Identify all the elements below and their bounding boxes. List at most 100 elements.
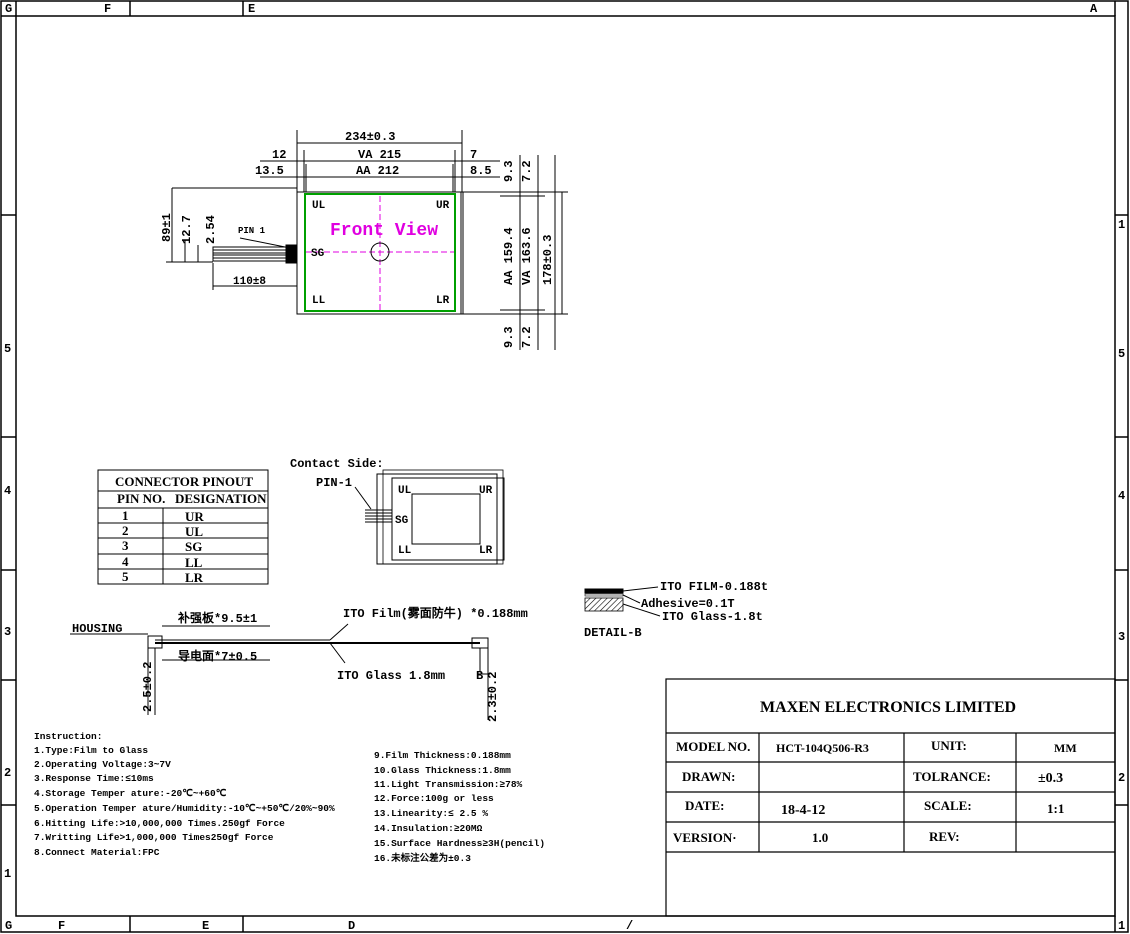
unit-label: UNIT: bbox=[931, 738, 967, 753]
dim-pitch: 2.54 bbox=[204, 215, 218, 244]
front-view-title: Front View bbox=[330, 221, 438, 241]
detail-ito-film: ITO FILM-0.188t bbox=[660, 580, 768, 594]
detail-b-labels: ITO FILM-0.188t Adhesive=0.1T ITO Glass-… bbox=[584, 580, 768, 640]
instruction-item: 6.Hitting Life:>10,000,000 Times.250gf F… bbox=[34, 818, 285, 829]
front-view bbox=[166, 130, 568, 350]
version-label: VERSION· bbox=[673, 830, 737, 845]
frame-right-number: 4 bbox=[1118, 489, 1125, 503]
dim-left-12: 12 bbox=[272, 148, 286, 162]
instruction-item: 13.Linearity:≤ 2.5 % bbox=[374, 808, 488, 819]
dim-aa-height: AA 159.4 bbox=[502, 227, 516, 285]
corner-ul: UL bbox=[312, 200, 326, 212]
instructions-title: Instruction: bbox=[34, 731, 102, 742]
drawn-label: DRAWN: bbox=[682, 769, 735, 784]
pinout-pin: 1 bbox=[122, 508, 129, 523]
contact-ll: LL bbox=[398, 545, 412, 557]
frame-left-number: 3 bbox=[4, 625, 11, 639]
active-area-outline bbox=[304, 193, 456, 312]
model-label: MODEL NO. bbox=[676, 739, 750, 754]
dim-tail-12-7: 12.7 bbox=[180, 215, 194, 244]
tolerance-value: ±0.3 bbox=[1038, 771, 1063, 786]
corner-sg: SG bbox=[311, 248, 325, 260]
side-housing: HOUSING bbox=[72, 622, 122, 636]
frame-left-number: 1 bbox=[4, 867, 11, 881]
instruction-item: 14.Insulation:≥20MΩ bbox=[374, 823, 483, 834]
contact-side-title: Contact Side: bbox=[290, 457, 384, 471]
instruction-item: 2.Operating Voltage:3~7V bbox=[34, 759, 171, 770]
side-conductive: 导电面*7±0.5 bbox=[178, 648, 257, 664]
corner-ur: UR bbox=[436, 200, 450, 212]
contact-lr: LR bbox=[479, 545, 493, 557]
frame-top-letter: G bbox=[5, 2, 12, 16]
contact-sg: SG bbox=[395, 515, 409, 527]
dim-right-8-5: 8.5 bbox=[470, 164, 492, 178]
front-view-labels: 234±0.3 VA 215 AA 212 12 13.5 7 8.5 UL U… bbox=[160, 130, 555, 348]
frame-bottom-letter: G bbox=[5, 919, 12, 933]
instruction-item: 9.Film Thickness:0.188mm bbox=[374, 750, 511, 761]
instruction-item: 15.Surface Hardness≥3H(pencil) bbox=[374, 838, 545, 849]
side-view-labels: HOUSING 补强板*9.5±1 导电面*7±0.5 ITO Film(雾面防… bbox=[72, 605, 528, 722]
version-value: 1.0 bbox=[812, 830, 828, 845]
pinout-designation: SG bbox=[185, 539, 202, 554]
frame-bottom-letter: D bbox=[348, 919, 355, 933]
fpc-stiffener bbox=[285, 244, 298, 264]
frame-right-number: 2 bbox=[1118, 771, 1125, 785]
tolerance-label: TOLRANCE: bbox=[913, 769, 991, 784]
pinout-designation: LL bbox=[185, 555, 203, 570]
instruction-item: 7.Writting Life>1,000,000 Times250gf For… bbox=[34, 832, 274, 843]
contact-ul: UL bbox=[398, 485, 412, 497]
side-dim-left: 2.5±0.2 bbox=[141, 662, 155, 712]
instruction-item: 8.Connect Material:FPC bbox=[34, 847, 160, 858]
corner-ll: LL bbox=[312, 295, 326, 307]
instruction-item: 12.Force:100g or less bbox=[374, 793, 494, 804]
pinout-designation: UL bbox=[185, 524, 203, 539]
side-view bbox=[70, 623, 490, 720]
scale-label: SCALE: bbox=[924, 798, 972, 813]
instruction-item: 16.未标注公差为±0.3 bbox=[374, 852, 471, 864]
side-stiffener: 补强板*9.5±1 bbox=[177, 610, 257, 626]
connector-pinout-table bbox=[97, 469, 269, 585]
instruction-item: 11.Light Transmission:≥78% bbox=[374, 779, 523, 790]
frame-right-number: 1 bbox=[1118, 218, 1125, 232]
side-dim-right: 2.3±0.2 bbox=[486, 672, 500, 722]
pinout-col-designation: DESIGNATION bbox=[175, 491, 267, 506]
contact-side-pin1: PIN-1 bbox=[316, 476, 352, 490]
dim-tail-width: 89±1 bbox=[160, 213, 174, 242]
side-ito-film: ITO Film(雾面防牛) *0.188mm bbox=[343, 605, 528, 621]
contact-ur: UR bbox=[479, 485, 493, 497]
contact-side-view bbox=[354, 469, 505, 565]
dim-left-13-5: 13.5 bbox=[255, 164, 284, 178]
title-block bbox=[665, 678, 1116, 917]
dim-top-9-3: 9.3 bbox=[502, 160, 516, 182]
dim-total-width: 234±0.3 bbox=[345, 130, 395, 144]
pin1-label: PIN 1 bbox=[238, 226, 266, 236]
frame-left-number: 2 bbox=[4, 766, 11, 780]
frame-top-letter: E bbox=[248, 2, 255, 16]
frame-top-letter: A bbox=[1090, 2, 1098, 16]
detail-ito-glass: ITO Glass-1.8t bbox=[662, 610, 763, 624]
corner-lr: LR bbox=[436, 295, 450, 307]
pinout-pin: 4 bbox=[122, 554, 129, 569]
unit-value: MM bbox=[1054, 741, 1077, 755]
dim-aa-width: AA 212 bbox=[356, 164, 399, 178]
dim-bottom-9-3: 9.3 bbox=[502, 326, 516, 348]
scale-value: 1:1 bbox=[1047, 801, 1064, 816]
instructions: Instruction: 1.Type:Film to Glass 2.Oper… bbox=[34, 731, 545, 864]
detail-adhesive: Adhesive=0.1T bbox=[641, 597, 735, 611]
center-mark bbox=[370, 242, 390, 262]
dim-top-7-2: 7.2 bbox=[520, 160, 534, 182]
detail-label: DETAIL-B bbox=[584, 626, 642, 640]
pinout-designation: LR bbox=[185, 570, 204, 585]
instruction-item: 3.Response Time:≤10ms bbox=[34, 773, 154, 784]
frame-bottom-letter: 1 bbox=[1118, 919, 1125, 933]
side-b-label: B bbox=[476, 669, 483, 683]
pinout-col-pin: PIN NO. bbox=[117, 491, 165, 506]
company-name: MAXEN ELECTRONICS LIMITED bbox=[760, 699, 1016, 716]
dim-bottom-7-2: 7.2 bbox=[520, 326, 534, 348]
frame-labels: G F E A G F E D / 1 5 4 3 2 1 1 5 4 3 2 bbox=[4, 2, 1125, 933]
frame-right-number: 3 bbox=[1118, 630, 1125, 644]
frame-top-letter: F bbox=[104, 2, 111, 16]
pinout-designation: UR bbox=[185, 509, 204, 524]
instruction-item: 5.Operation Temper ature/Humidity:-10℃~+… bbox=[34, 803, 335, 814]
